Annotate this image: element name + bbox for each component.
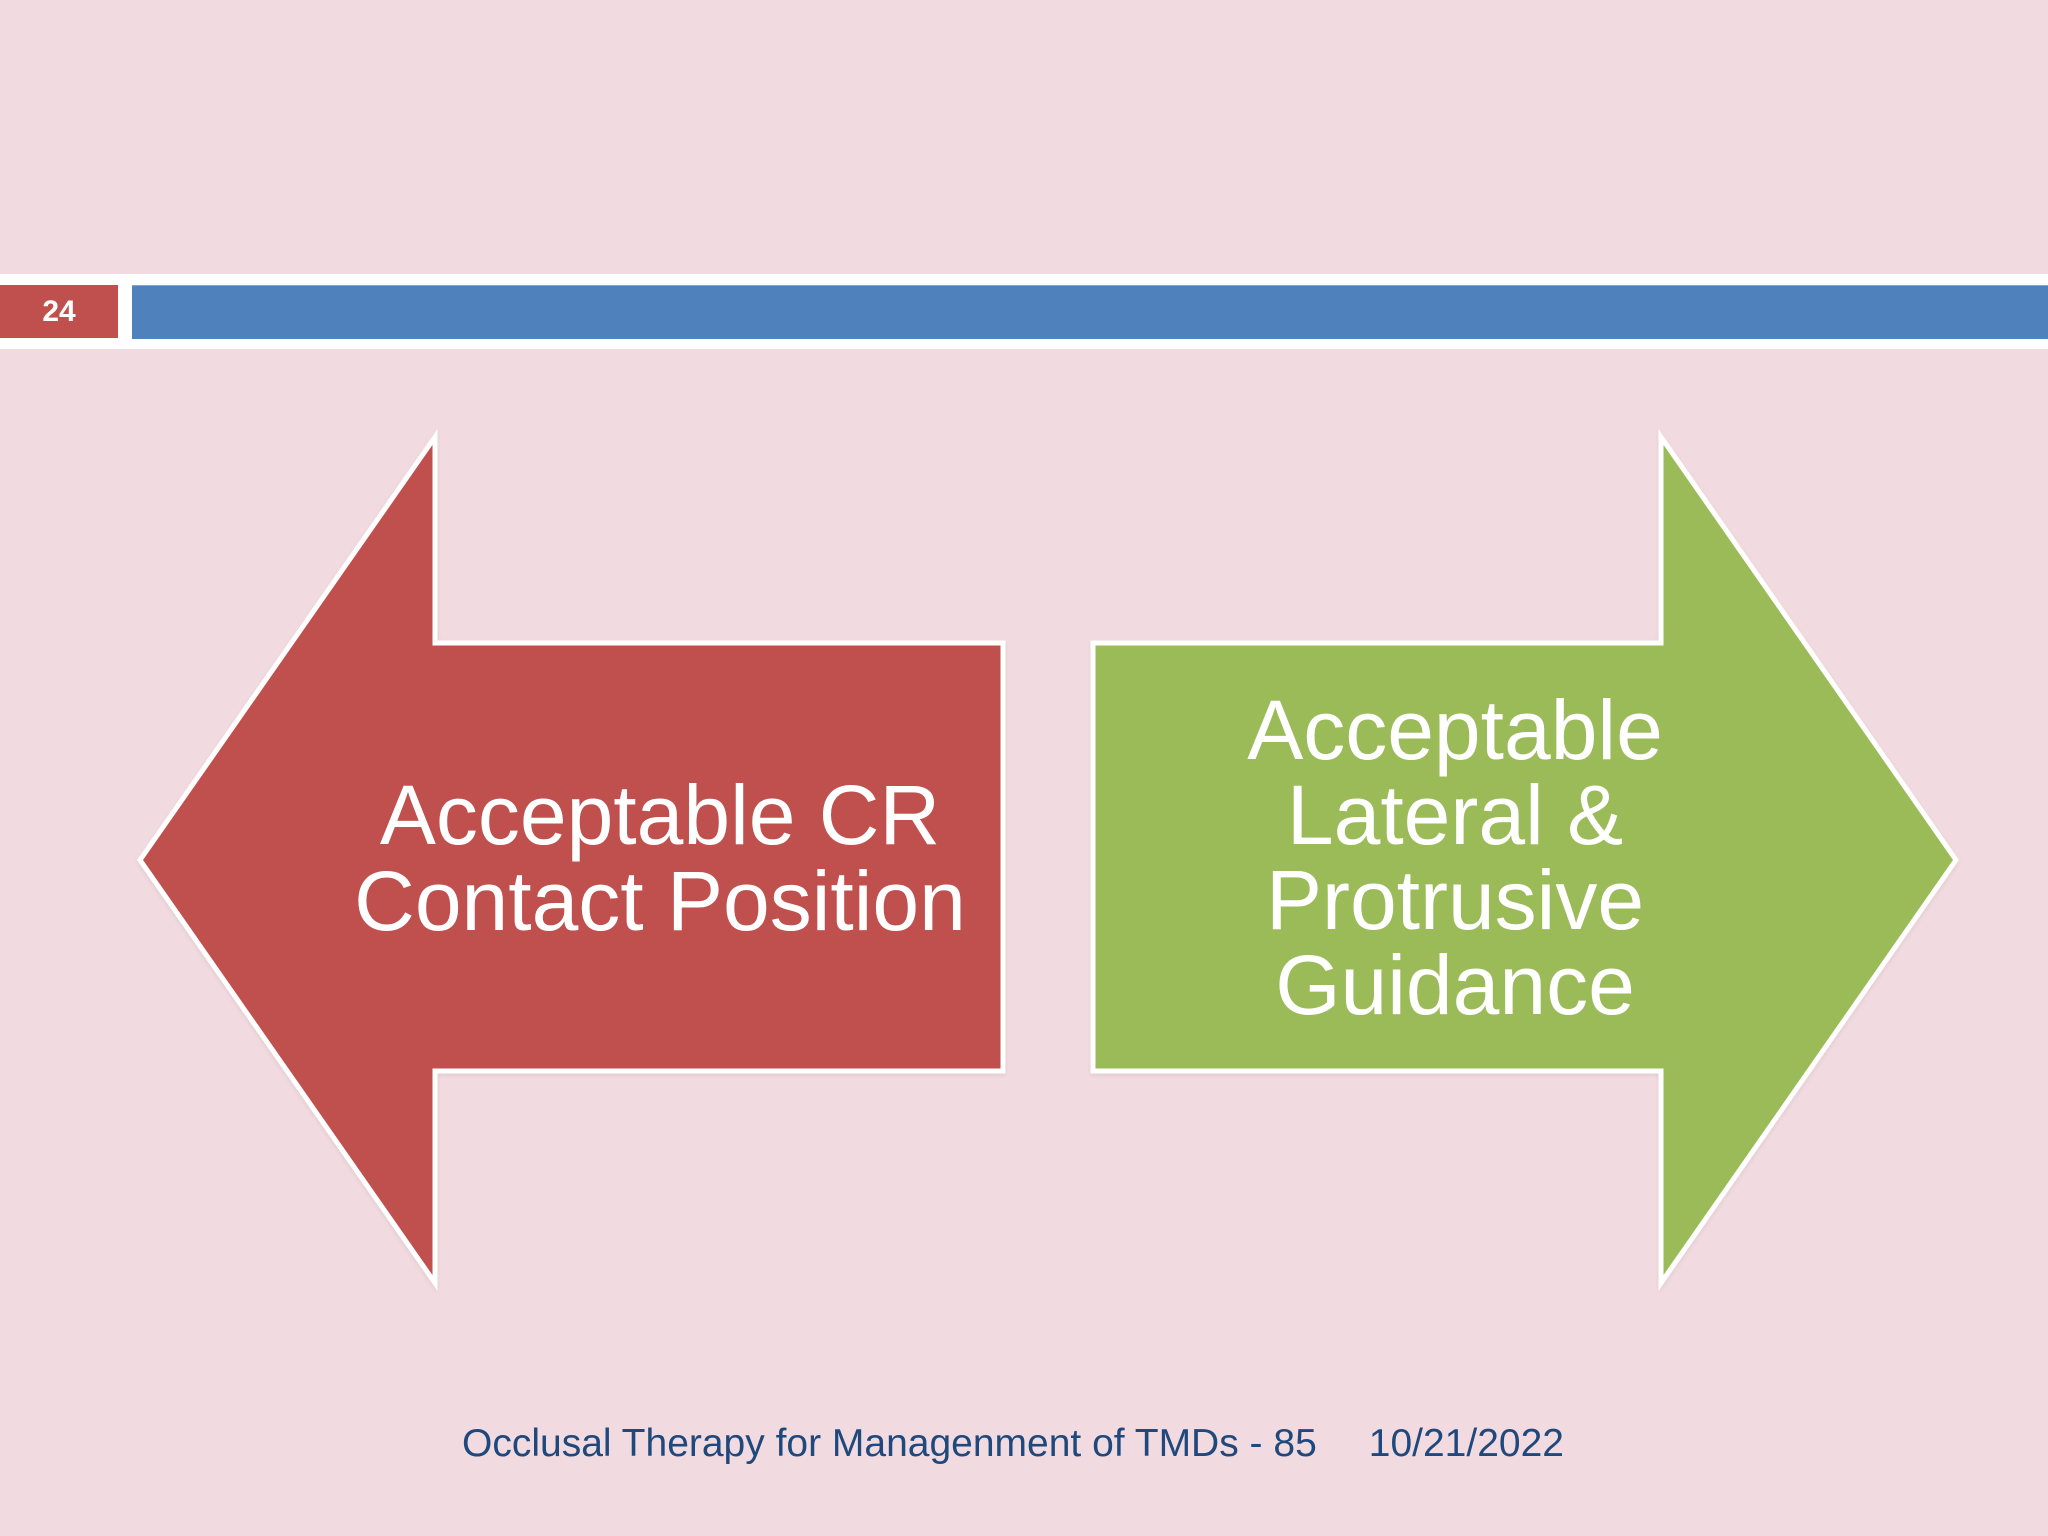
page-number-badge: 24 — [0, 285, 118, 338]
page-number-text: 24 — [42, 294, 76, 328]
right-arrow-icon — [1090, 429, 1960, 1291]
left-arrow-label: Acceptable CR Contact Position — [354, 768, 966, 948]
right-arrow-label: Acceptable Lateral & Protrusive Guidance — [1247, 683, 1663, 1032]
footer-date: 10/21/2022 — [1368, 1422, 1564, 1465]
footer-title: Occlusal Therapy for Managenment of TMDs… — [462, 1422, 1317, 1465]
footer: Occlusal Therapy for Managenment of TMDs… — [462, 1422, 1564, 1466]
right-arrow-polygon — [1090, 429, 1960, 1291]
header-bar — [132, 285, 2048, 339]
left-arrow-polygon — [136, 429, 1006, 1291]
left-arrow-icon — [136, 429, 1006, 1291]
